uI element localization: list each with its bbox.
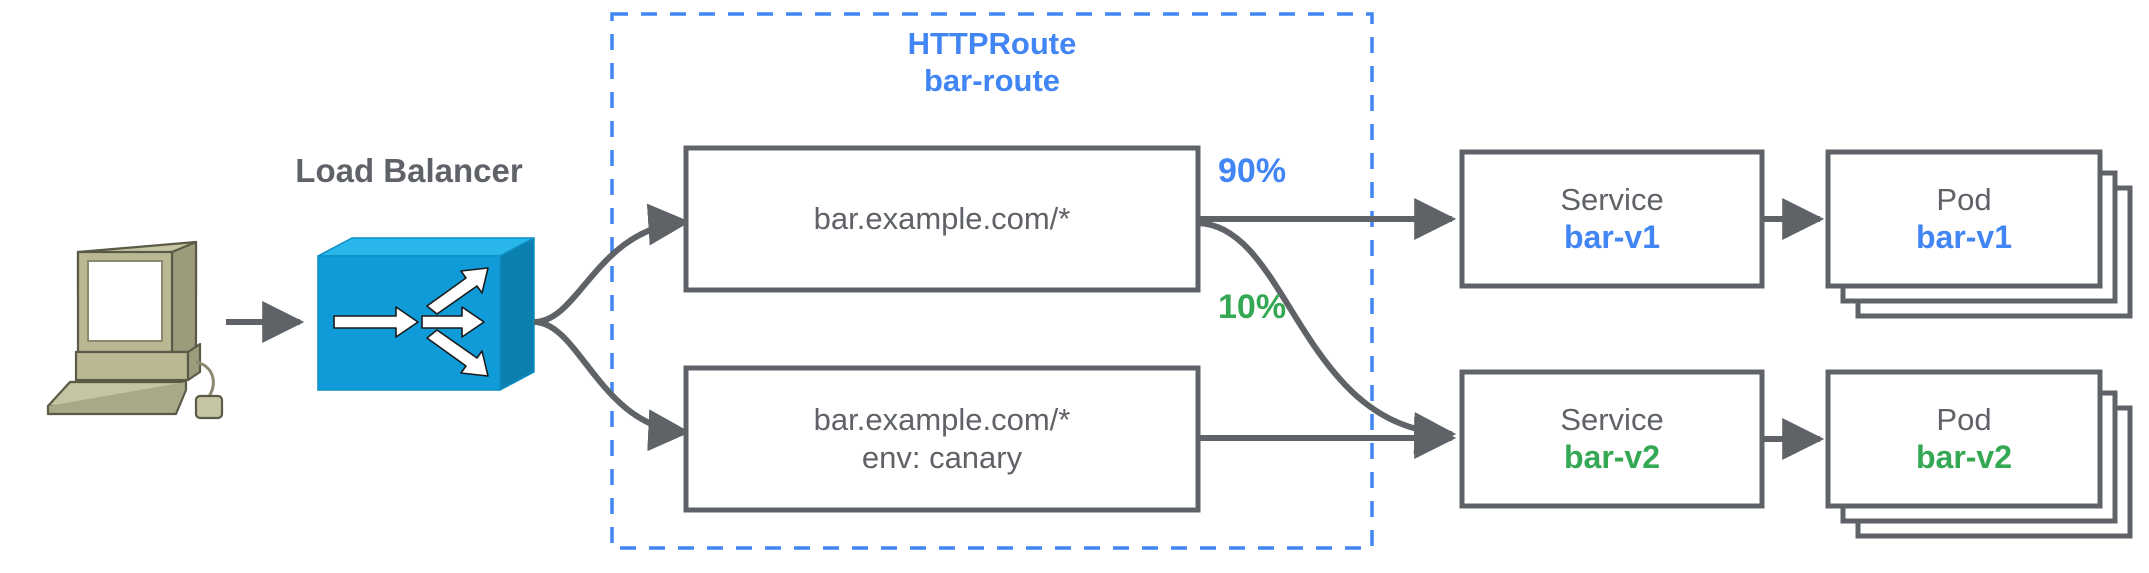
rule-primary-box[interactable] (683, 145, 1201, 293)
load-balancer-icon (317, 237, 535, 391)
rule-canary-box[interactable] (683, 365, 1201, 513)
weight-90-label: 90% (1218, 152, 1287, 190)
pod-bar-v2-stack[interactable] (1825, 369, 2133, 539)
httproute-kind-label: HTTPRoute (907, 26, 1077, 61)
service-bar-v2-box[interactable] (1459, 369, 1765, 509)
arrow-lb-to-rule-canary (533, 319, 691, 452)
computer-workstation-icon (46, 240, 224, 420)
pod-bar-v1-stack[interactable] (1825, 149, 2133, 319)
httproute-title: HTTPRoute bar-route (612, 26, 1372, 99)
httproute-name-label: bar-route (923, 62, 1061, 98)
weight-10-label: 10% (1218, 288, 1287, 326)
httproute-boundary (610, 12, 1374, 550)
arrow-lb-to-rule-primary (533, 203, 691, 325)
arrow-rule-to-service-v2 (1197, 220, 1457, 454)
service-bar-v1-box[interactable] (1459, 149, 1765, 289)
